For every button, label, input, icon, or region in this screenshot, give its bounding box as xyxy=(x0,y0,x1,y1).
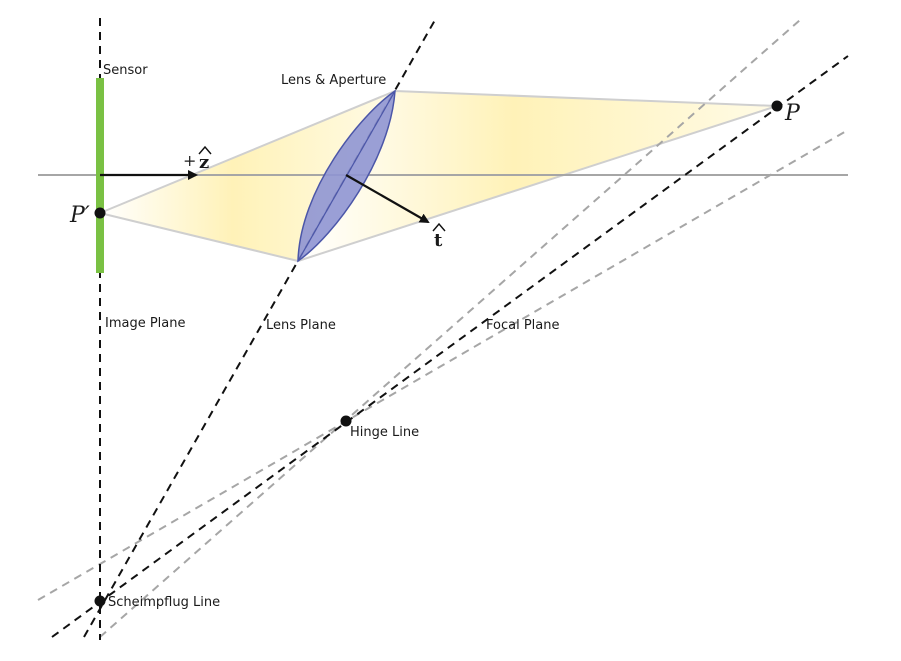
focus-plane-line xyxy=(51,55,849,638)
hinge-line-label: Hinge Line xyxy=(350,425,419,440)
hinge-line-dot xyxy=(340,415,352,427)
z-hat-icon xyxy=(198,145,212,155)
sensor-label: Sensor xyxy=(103,63,148,78)
t-vector-label: t xyxy=(434,230,443,251)
point-p-dot xyxy=(771,100,783,112)
scheimpflug-line-dot xyxy=(94,595,106,607)
point-p-prime-label: P′ xyxy=(69,203,90,228)
t-hat-icon xyxy=(432,222,446,232)
point-p-prime-dot xyxy=(94,207,106,219)
z-vector-label: z xyxy=(199,152,209,173)
focal-plane-label: Focal Plane xyxy=(486,318,559,333)
focal-plane-line xyxy=(99,19,801,638)
t-vector-arrow xyxy=(345,174,430,223)
point-p-label: P xyxy=(784,101,801,126)
depth-of-field-line-upper xyxy=(37,129,849,601)
z-sign-label: + xyxy=(183,151,196,170)
lens-plane-label: Lens Plane xyxy=(266,318,336,333)
lens-aperture-label: Lens & Aperture xyxy=(281,73,386,88)
scheimpflug-line-label: Scheimpflug Line xyxy=(108,595,220,610)
image-plane-label: Image Plane xyxy=(105,316,186,331)
